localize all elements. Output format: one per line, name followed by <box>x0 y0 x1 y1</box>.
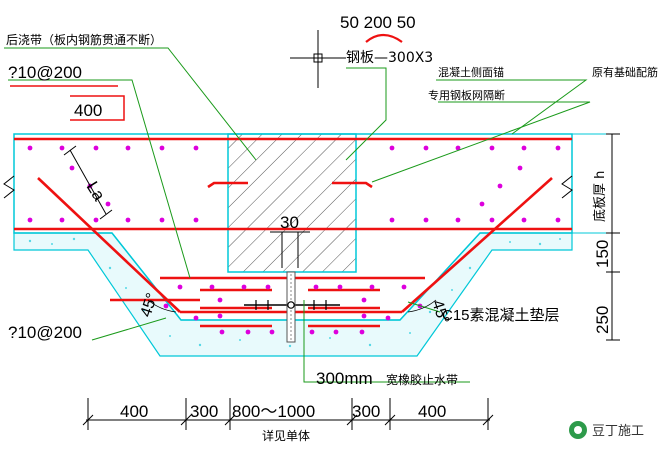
bottom-dim-5: 400 <box>418 402 446 421</box>
break-mark-right <box>561 175 573 199</box>
dim-250-label: 250 <box>593 306 612 334</box>
angle-arc-right <box>407 299 437 313</box>
steel-plate-symbol <box>290 30 403 88</box>
bottom-dim-4: 300 <box>352 402 380 421</box>
rebar-callout-box <box>10 85 125 121</box>
post-pour-strip <box>227 133 357 273</box>
c15-cushion-label: C15素混凝土垫层 <box>442 307 560 324</box>
steel-plate-label: 钢板—300X3 <box>346 50 433 66</box>
bottom-dim-1: 400 <box>120 402 148 421</box>
right-dimension-line <box>572 133 620 341</box>
len-400-top-label: 400 <box>74 101 102 120</box>
angle-arc-left <box>147 299 177 313</box>
la-label: La <box>83 178 109 205</box>
angle-left-label: 45° <box>138 291 162 319</box>
rebar-dots <box>27 145 561 335</box>
steel-mesh-partition-label: 专用钢板网隔断 <box>428 88 505 102</box>
cushion-speckles <box>28 237 561 348</box>
inner-rebars <box>200 288 380 328</box>
bottom-dimension-line <box>82 398 494 430</box>
see-detail-label: 详见单体 <box>262 428 310 443</box>
steel-plate-dims-top-label: 50 200 50 <box>340 13 416 32</box>
rebar-bottom-left-label: ?10@200 <box>8 323 82 342</box>
waterstop-desc-label: 宽橡胶止水带 <box>386 372 458 387</box>
slab-outline <box>13 133 573 321</box>
watermark-text: 豆丁施工 <box>591 424 644 439</box>
la-dimension <box>63 145 113 220</box>
waterstop-size-label: 300mm <box>316 369 373 388</box>
rubber-waterstop <box>244 271 340 343</box>
break-mark-left <box>3 175 15 199</box>
angle-right-label: 45° <box>428 298 452 326</box>
post-pour-strip-label: 后浇带（板内钢筋贯通不断） <box>6 32 162 47</box>
bottom-dim-2: 300 <box>190 402 218 421</box>
original-foundation-rebar-label: 原有基础配筋 <box>592 65 658 79</box>
gap-30-label: 30 <box>280 213 299 232</box>
leader-lines <box>4 47 591 383</box>
watermark-logo: 豆丁施工 <box>568 420 644 439</box>
slab-thickness-label: 底板厚 h <box>592 171 608 222</box>
gap-dimension <box>270 231 310 268</box>
dim-150-label: 150 <box>593 240 612 268</box>
bottom-dim-3: 800～1000 <box>232 402 315 421</box>
concrete-side-anchor-label: 混凝土侧面锚 <box>438 65 504 79</box>
rebar-top-left-label: ?10@200 <box>8 63 82 82</box>
watermark-icon <box>568 420 587 439</box>
